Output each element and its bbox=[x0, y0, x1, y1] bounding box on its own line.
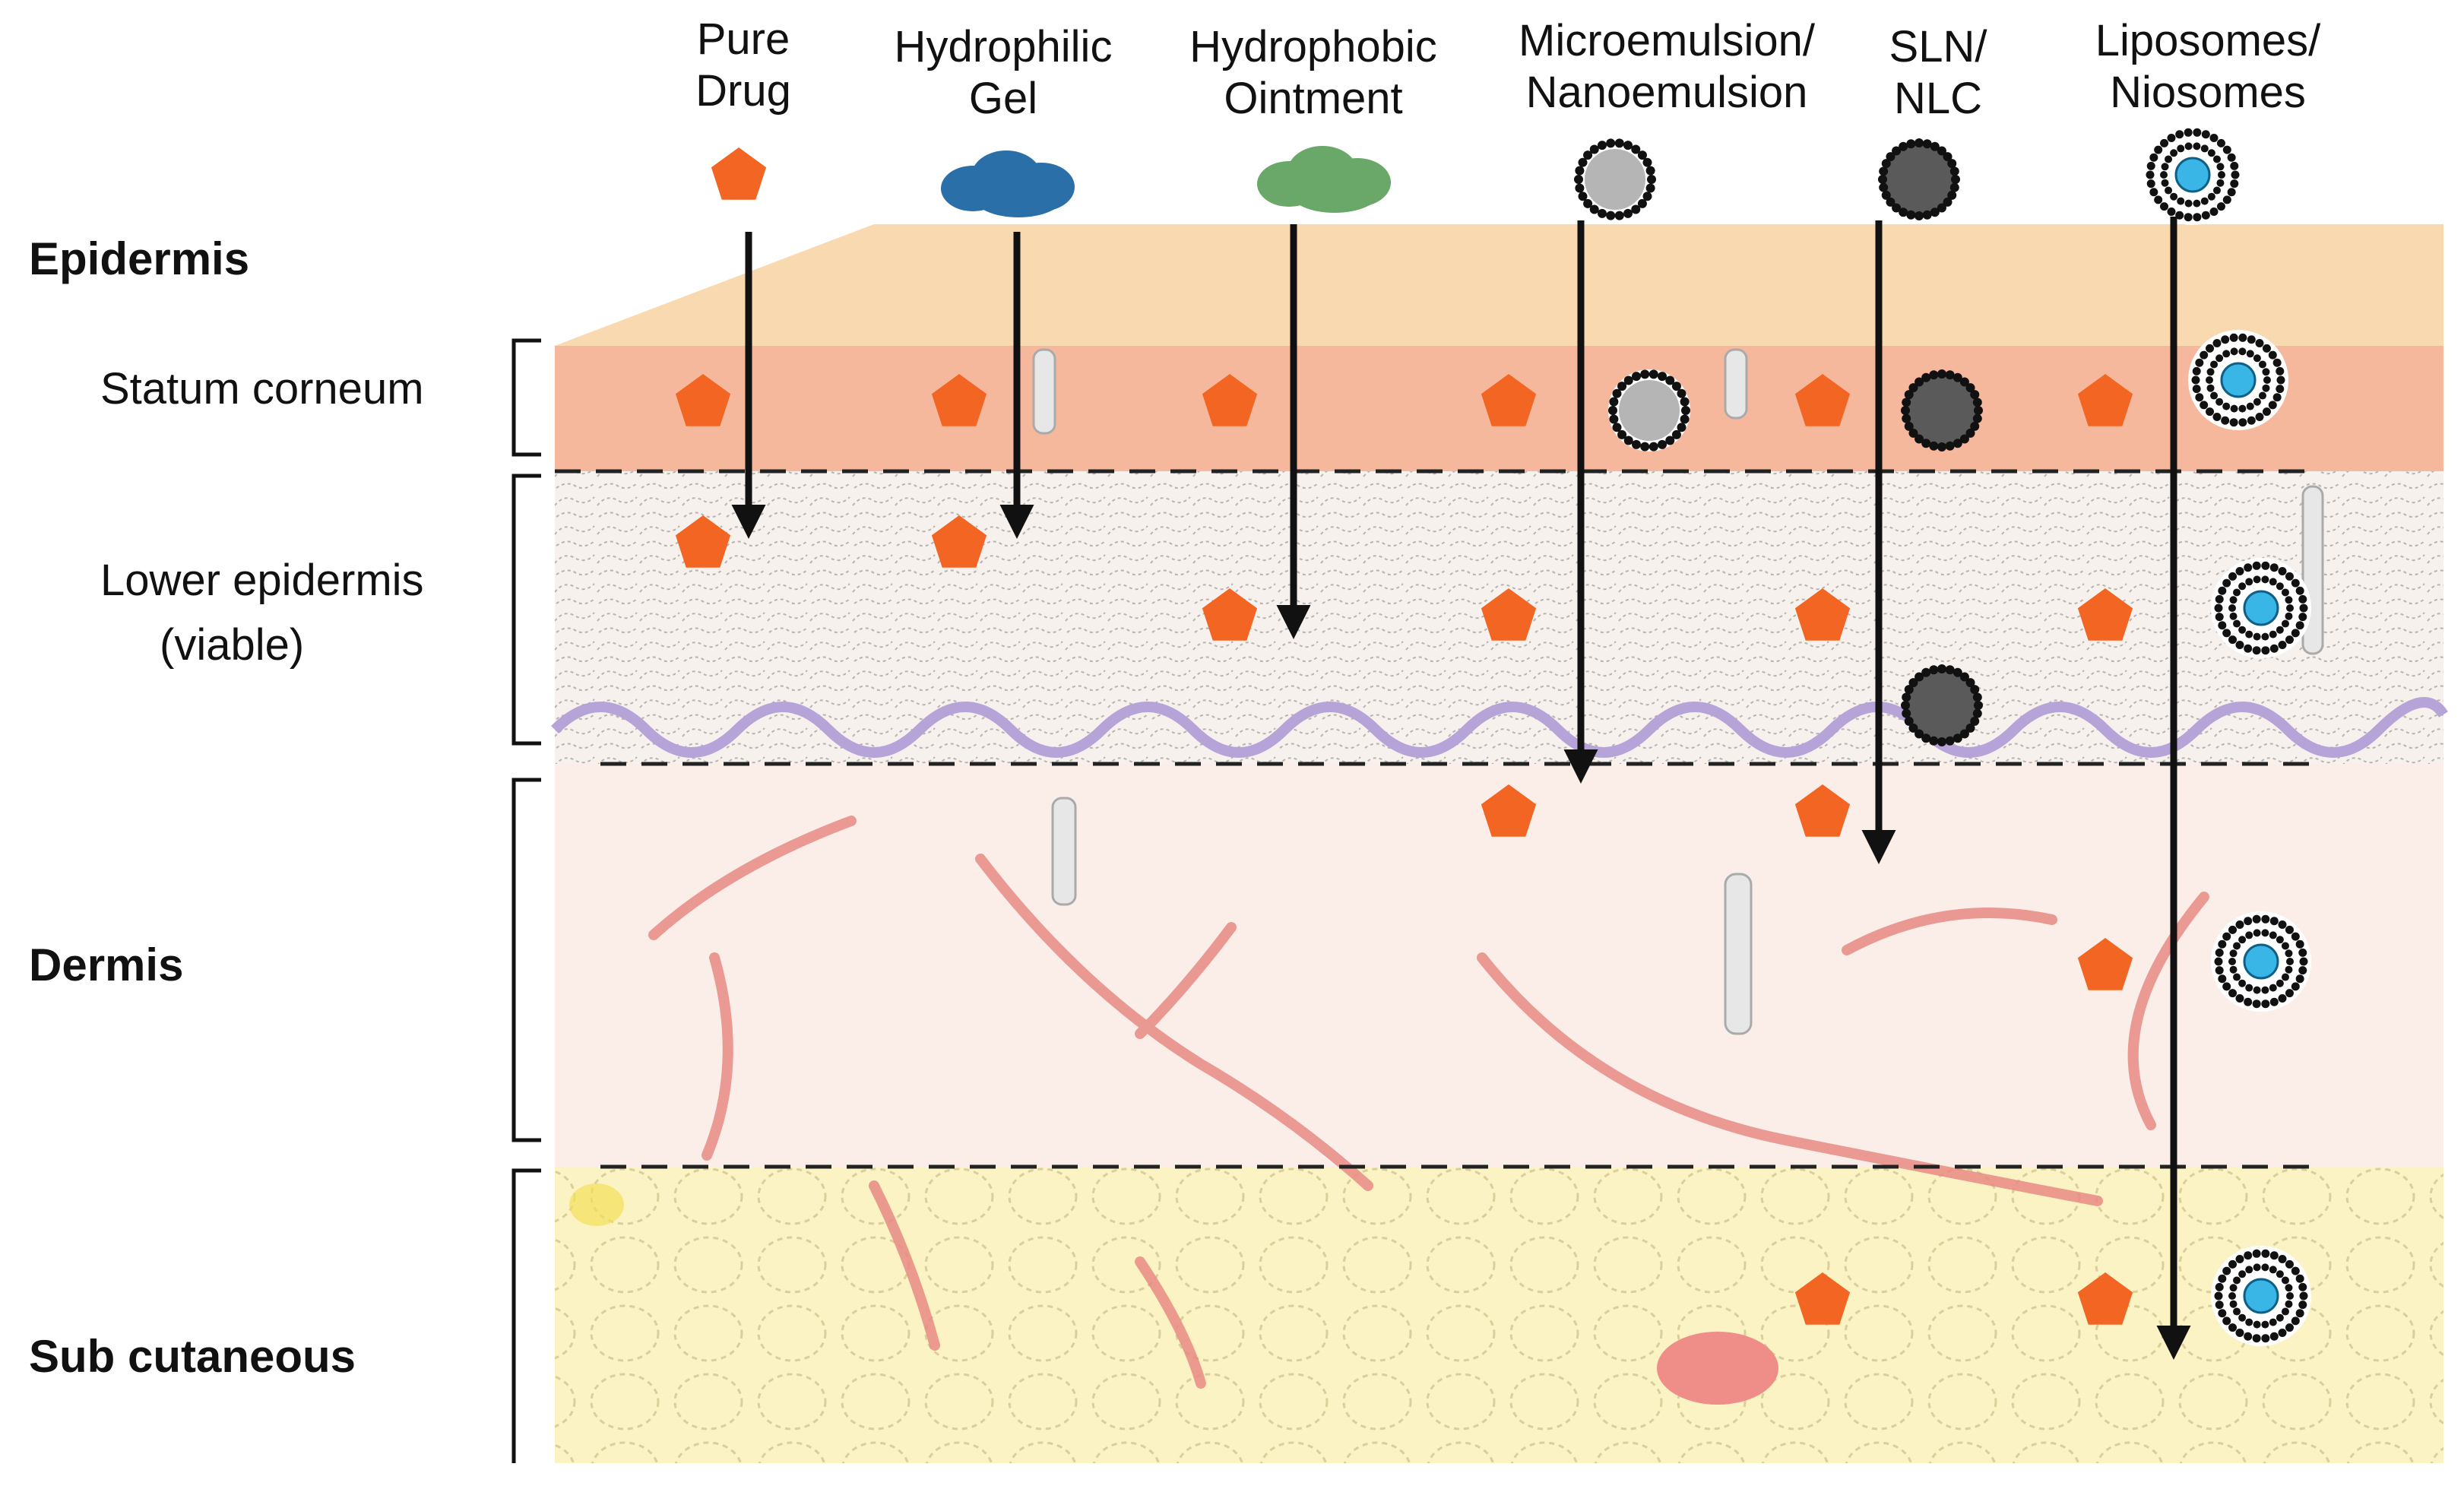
vesicle-icon bbox=[2211, 911, 2311, 1012]
layer-dividers bbox=[555, 469, 2310, 1169]
hair-follicles bbox=[1032, 348, 2324, 1035]
lipid-nanoparticle-icon bbox=[1901, 664, 1983, 746]
vesicle-icon bbox=[2211, 1246, 2311, 1346]
layer-label-epidermis: Epidermis bbox=[29, 233, 250, 284]
drug-molecule-pentagon-icon bbox=[2077, 938, 2133, 990]
drug-molecule-pentagon-icon bbox=[1202, 588, 1258, 641]
drug-molecule-pentagon-icon bbox=[675, 374, 731, 426]
layer-label-viable: (viable) bbox=[160, 620, 305, 670]
column-header-microemulsion-nanoemulsion: Microemulsion/Nanoemulsion bbox=[1519, 16, 1815, 118]
bracket-subcutaneous bbox=[511, 1168, 541, 1463]
drug-molecule-pentagon-icon bbox=[1481, 374, 1537, 426]
drug-molecule-pentagon-icon bbox=[1481, 784, 1537, 837]
drug-molecule-pentagon-icon bbox=[2077, 374, 2133, 426]
vesicle-icon bbox=[2211, 558, 2311, 658]
emulsion-droplet-icon bbox=[1574, 138, 1656, 220]
particle-layer bbox=[675, 125, 2311, 1346]
drug-molecule-pentagon-icon bbox=[2077, 588, 2133, 641]
blue-gel-blob-icon bbox=[941, 150, 1075, 217]
layer-label-lower-epidermis: Lower epidermis bbox=[100, 556, 424, 605]
drug-molecule-pentagon-icon bbox=[931, 374, 987, 426]
drug-molecule-pentagon-icon bbox=[1202, 374, 1258, 426]
layer-label-subcutaneous: Sub cutaneous bbox=[29, 1331, 356, 1382]
green-ointment-blob-icon bbox=[1257, 146, 1391, 213]
column-header-liposomes-niosomes: Liposomes/Niosomes bbox=[2095, 16, 2321, 118]
blood-vessels bbox=[648, 816, 2209, 1389]
drug-molecule-pentagon-icon bbox=[1794, 374, 1851, 426]
lipid-nanoparticle-icon bbox=[1878, 138, 1960, 220]
dermal-epidermal-junction bbox=[551, 697, 2448, 758]
bracket-stratum-corneum bbox=[511, 338, 541, 457]
fat-gland bbox=[1657, 1332, 1778, 1405]
lipid-nanoparticle-icon bbox=[1901, 369, 1983, 451]
drug-molecule-pentagon-icon bbox=[1794, 588, 1851, 641]
drug-molecule-pentagon-icon bbox=[931, 515, 987, 568]
skin-surface bbox=[555, 224, 2443, 346]
drug-molecule-pentagon-icon bbox=[2077, 1272, 2133, 1325]
bracket-dermis bbox=[511, 778, 541, 1142]
drug-molecule-pentagon-icon bbox=[1794, 1272, 1851, 1325]
drug-molecule-pentagon-icon bbox=[675, 515, 731, 568]
vesicle-icon bbox=[2143, 125, 2243, 225]
layer-label-stratum-corneum: Statum corneum bbox=[100, 364, 424, 413]
drug-molecule-pentagon-icon bbox=[1794, 784, 1851, 837]
vesicle-icon bbox=[2188, 330, 2288, 430]
penetration-arrows bbox=[731, 217, 2191, 1360]
pure-drug-pentagon-icon bbox=[711, 147, 767, 200]
emulsion-droplet-icon bbox=[1608, 369, 1690, 451]
column-header-sln-nlc: SLN/NLC bbox=[1889, 22, 1987, 124]
layer-brackets bbox=[511, 338, 541, 1463]
bracket-lower-epidermis bbox=[511, 474, 541, 746]
drug-molecule-pentagon-icon bbox=[1481, 588, 1537, 641]
layer-label-dermis: Dermis bbox=[29, 939, 184, 990]
